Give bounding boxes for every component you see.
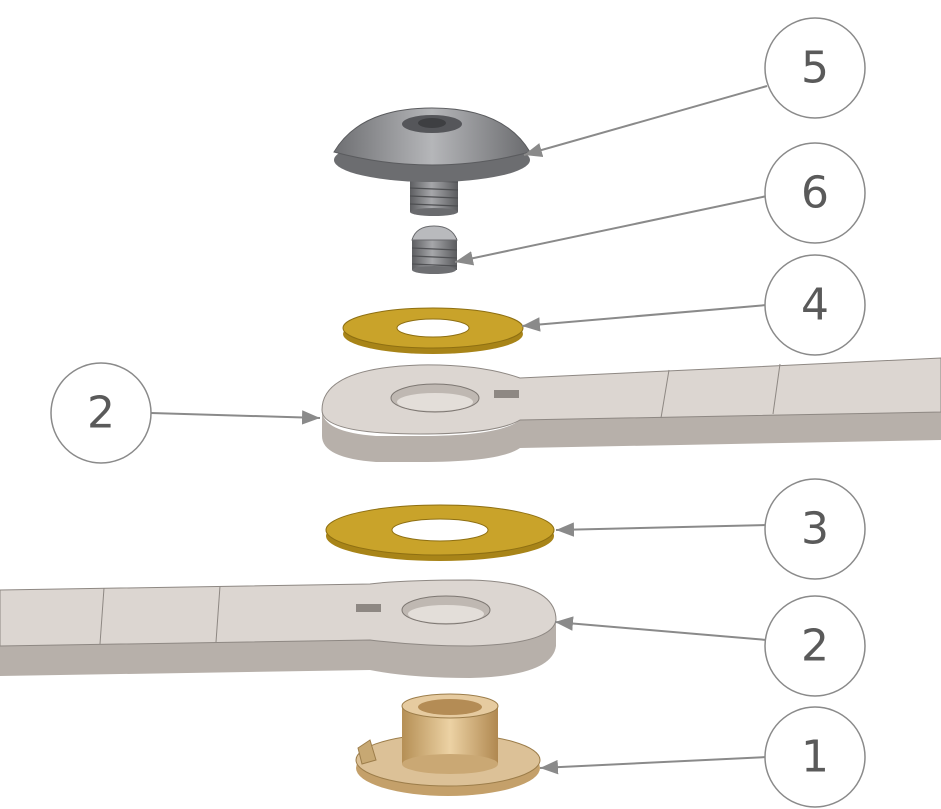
callout-balloon-1: 1 [764, 706, 866, 808]
balloon-label-4: 4 [801, 280, 829, 331]
arm-part-2-lower [0, 579, 557, 678]
balloon-label-5: 5 [801, 43, 829, 94]
washer-part-4 [342, 307, 524, 354]
screw-part-5 [333, 107, 531, 216]
callout-balloon-3: 3 [764, 478, 866, 580]
callout-balloon-2-lower: 2 [764, 595, 866, 697]
leader-line-2-lower [554, 616, 768, 641]
balloon-label-2-lower: 2 [801, 621, 829, 672]
leader-line-5 [523, 85, 768, 158]
callout-balloon-2-upper: 2 [50, 362, 152, 464]
balloon-label-6: 6 [801, 168, 829, 219]
leader-line-1 [539, 756, 768, 775]
leader-lines [150, 85, 768, 775]
balloon-label-3: 3 [801, 504, 829, 555]
set-screw-part-6 [411, 225, 458, 274]
callout-balloon-6: 6 [764, 142, 866, 244]
bushing-part-1 [355, 693, 541, 796]
balloon-label-1: 1 [801, 732, 829, 783]
washer-part-3 [325, 504, 555, 561]
balloon-label-2-upper: 2 [87, 388, 115, 439]
leader-line-2-upper [150, 410, 321, 425]
leader-line-4 [521, 304, 768, 332]
arm-part-2-upper [321, 357, 941, 462]
callout-balloon-5: 5 [764, 17, 866, 119]
callout-balloon-4: 4 [764, 254, 866, 356]
leader-line-3 [555, 522, 768, 537]
leader-line-6 [454, 195, 768, 266]
